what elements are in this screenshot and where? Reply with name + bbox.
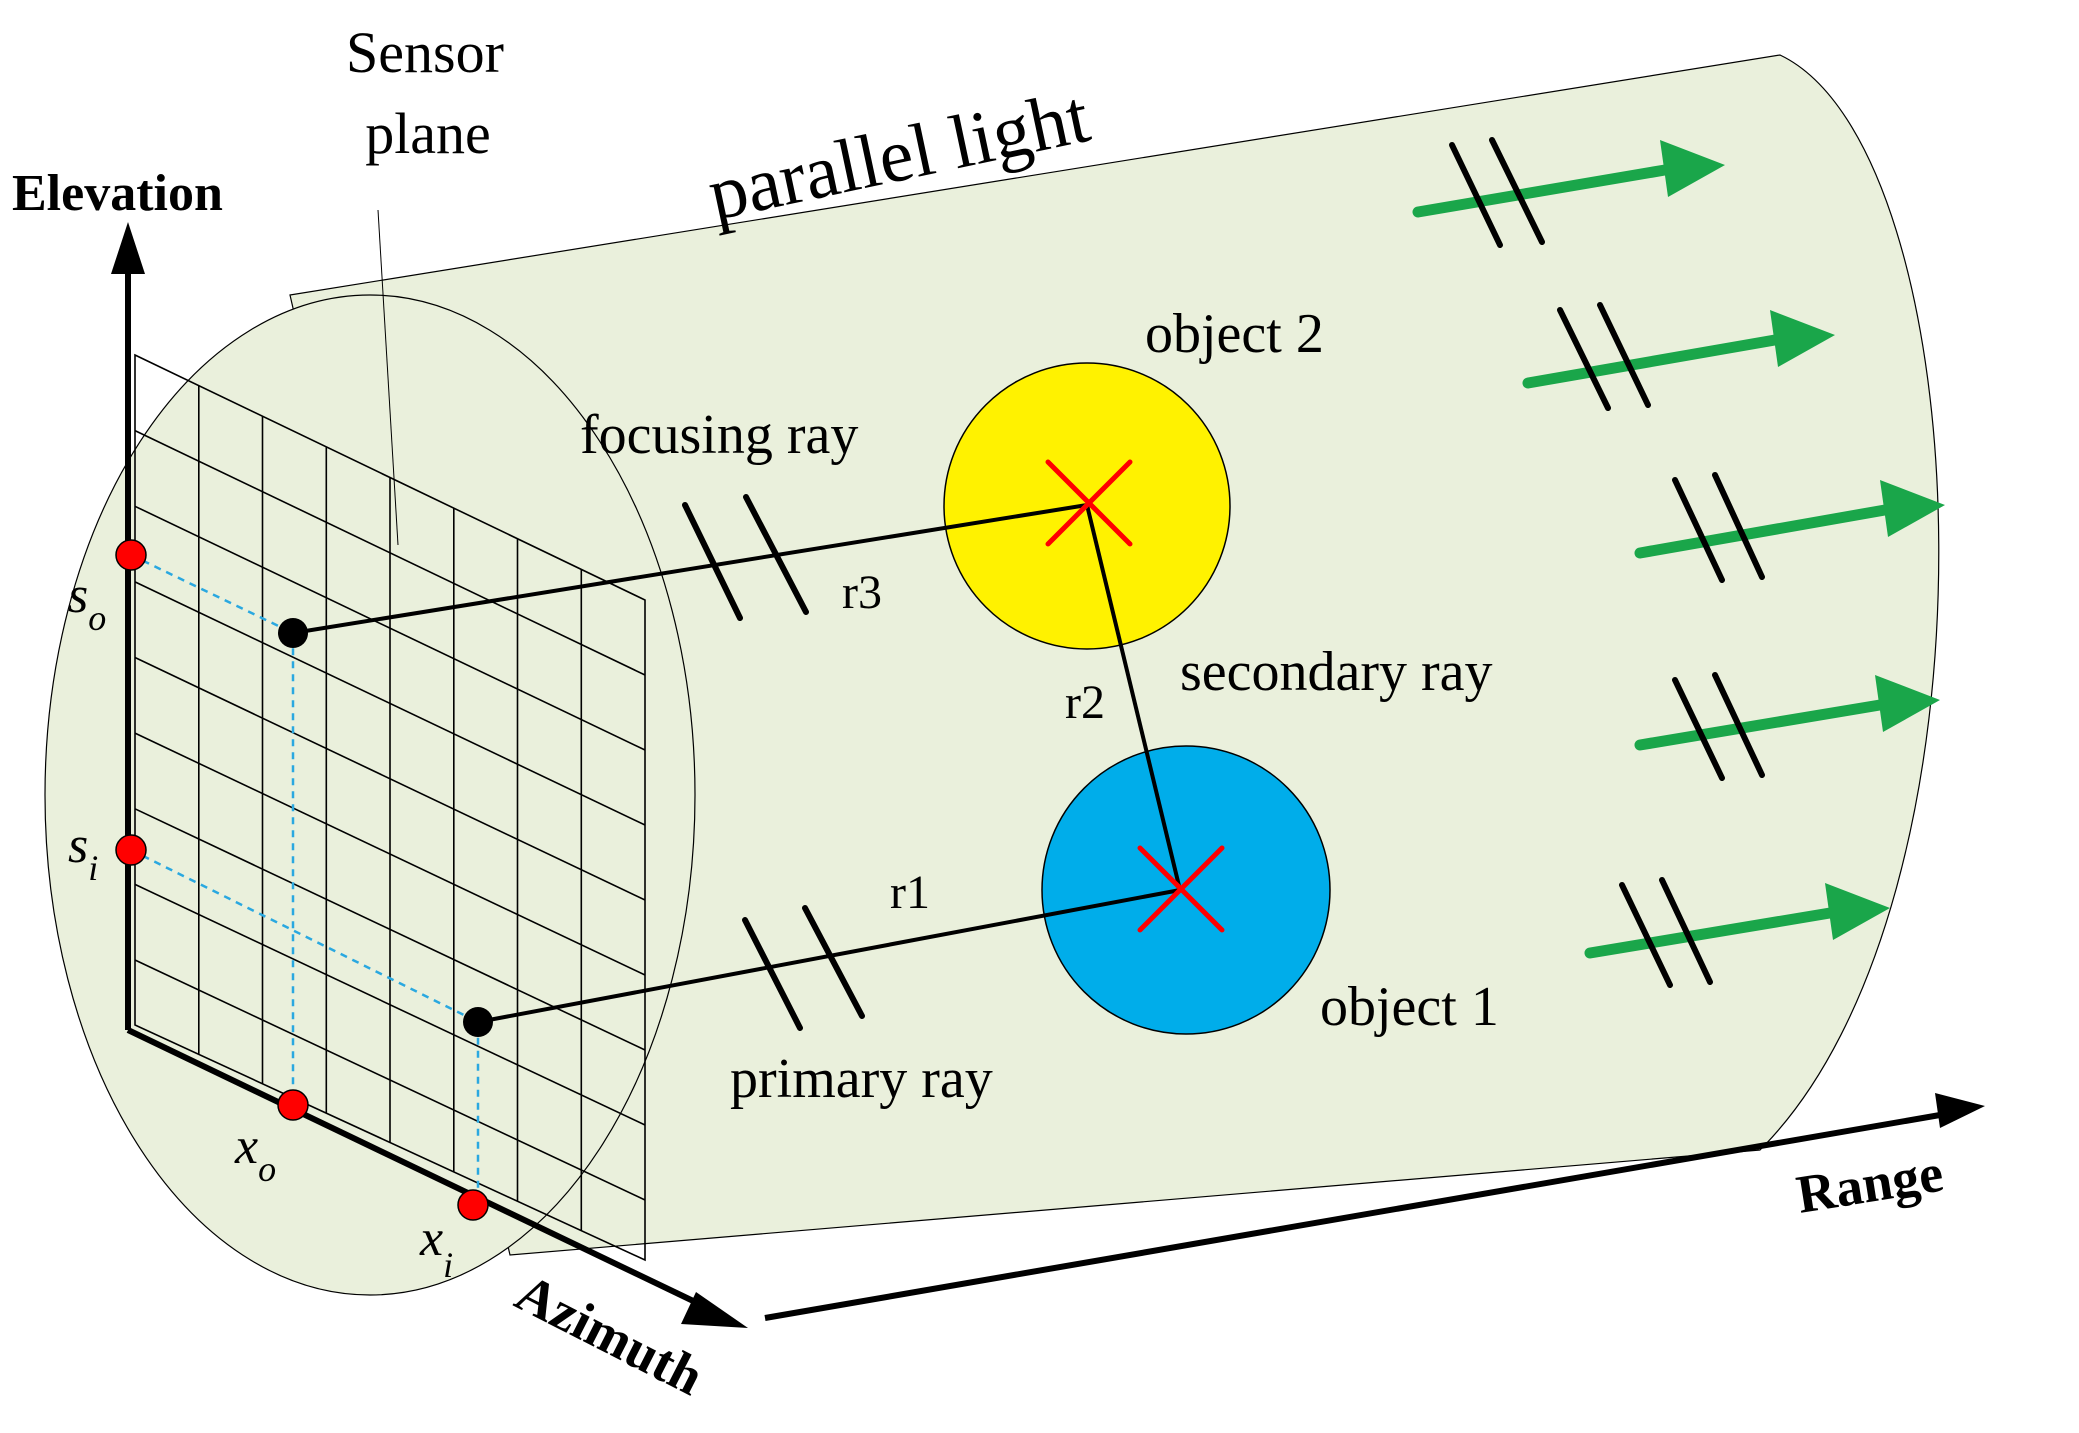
x-o-label: xo — [234, 1118, 276, 1189]
focusing-ray-label: focusing ray — [580, 404, 858, 466]
r3-label: r3 — [842, 566, 882, 619]
cylinder-body — [289, 54, 1940, 1256]
sensor-plane-grid — [134, 353, 646, 1262]
r1-label: r1 — [890, 866, 930, 919]
s-o-label: so — [68, 567, 106, 638]
intersection-markers — [1045, 459, 1225, 933]
object2-cross-b — [1045, 459, 1133, 547]
ray-tick-marks — [682, 494, 865, 1031]
azimuth-label: Azimuth — [507, 1262, 713, 1407]
sensor-plane-label-line1: Sensor — [346, 20, 504, 85]
r2-label: r2 — [1065, 676, 1105, 729]
azimuth-arrowhead — [681, 1292, 748, 1328]
object1-sphere — [1041, 745, 1331, 1035]
light-arrow-4 — [1634, 672, 1940, 781]
primary-pixel-dot — [463, 1007, 493, 1037]
s-i-label: si — [68, 817, 98, 888]
secondary-ray-label: secondary ray — [1180, 641, 1493, 703]
focusing-ray-line — [292, 503, 1088, 635]
x-o-dot — [277, 1089, 309, 1121]
elevation-arrowhead — [111, 222, 145, 274]
secondary-ray-line — [1085, 504, 1182, 891]
focus-pixel-dot — [278, 618, 308, 648]
x-i-dot — [457, 1189, 489, 1221]
range-axis — [764, 1112, 1941, 1321]
s-i-dot — [115, 834, 147, 866]
s-o-dot — [115, 539, 147, 571]
light-arrow-5 — [1584, 877, 1890, 988]
axis-dots — [115, 539, 489, 1221]
object1-cross-b — [1137, 845, 1225, 933]
azimuth-axis — [126, 1027, 714, 1313]
x-i-label: xi — [419, 1210, 453, 1285]
primary-ray-label: primary ray — [730, 1048, 993, 1110]
parallel-light-arrows — [1412, 137, 1945, 988]
elevation-label: Elevation — [12, 165, 223, 222]
cylinder-front-cap — [44, 294, 696, 1296]
light-arrow-2 — [1522, 302, 1835, 411]
range-arrowhead — [1935, 1093, 1985, 1128]
light-arrow-1 — [1412, 137, 1725, 248]
object1-label: object 1 — [1320, 976, 1499, 1038]
light-arrow-3 — [1634, 472, 1945, 583]
range-label: Range — [1792, 1143, 1947, 1225]
sensor-plane-label-line2: plane — [365, 101, 491, 166]
object2-label: object 2 — [1145, 303, 1324, 365]
projection-lines — [130, 553, 480, 1205]
sensor-plane-pointer — [377, 209, 399, 546]
